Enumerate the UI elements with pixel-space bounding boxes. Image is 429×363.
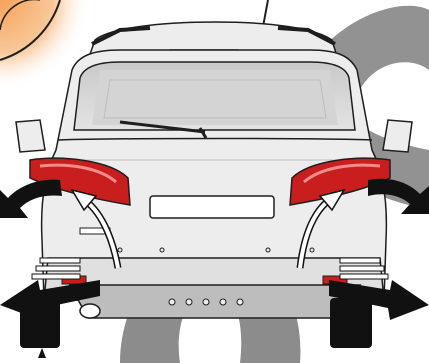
small-arrow-bottom-left <box>38 348 46 358</box>
motion-lines-left <box>32 258 80 279</box>
